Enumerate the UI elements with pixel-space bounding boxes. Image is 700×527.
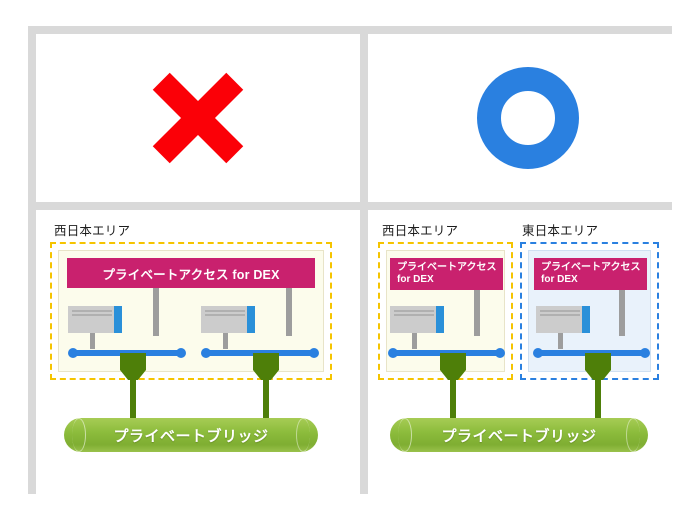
bus-endpoint-dot <box>201 348 211 358</box>
connector-head <box>253 353 279 370</box>
circle-mark-icon <box>477 67 579 169</box>
service-banner-private-access-for-dex-east: プライベートアクセス for DEX <box>534 258 647 290</box>
connector-cable <box>450 379 456 447</box>
connector-taper <box>585 370 611 380</box>
ok-topology-diagram: 西日本エリア 東日本エリア プライベートアクセス for DEX プライベートア <box>368 210 688 510</box>
device-port-stripe <box>247 306 255 333</box>
private-bridge-label: プライベートブリッジ <box>113 427 269 445</box>
service-pole-west <box>474 290 480 336</box>
device-port-stripe <box>114 306 122 333</box>
private-bridge-label: プライベートブリッジ <box>441 427 597 445</box>
cross-mark-icon <box>150 70 246 166</box>
ok-mark-wrapper <box>368 34 688 202</box>
device-vent <box>72 314 112 316</box>
device-body-east <box>536 306 590 333</box>
device-port-stripe <box>582 306 590 333</box>
device-port-stripe <box>436 306 444 333</box>
bus-endpoint-dot <box>176 348 186 358</box>
connector-taper <box>440 370 466 380</box>
service-banner-line1: プライベートアクセス <box>541 261 641 273</box>
connector-taper <box>120 370 146 380</box>
bus-endpoint-dot <box>640 348 650 358</box>
connector-cable <box>263 379 269 447</box>
device-stem-left <box>90 333 95 349</box>
device-vent <box>394 310 434 312</box>
bus-endpoint-dot <box>68 348 78 358</box>
bus-endpoint-dot <box>309 348 319 358</box>
connector-head <box>440 353 466 370</box>
network-device-west <box>390 306 444 349</box>
device-body-left <box>68 306 122 333</box>
device-stem-west <box>412 333 417 349</box>
device-stem-right <box>223 333 228 349</box>
device-vent <box>72 310 112 312</box>
service-banner-private-access-for-dex-west: プライベートアクセス for DEX <box>390 258 503 290</box>
service-banner-private-access-for-dex: プライベートアクセス for DEX <box>67 258 315 288</box>
cell-ok-diagram: 西日本エリア 東日本エリア プライベートアクセス for DEX プライベートア <box>368 210 688 510</box>
bus-endpoint-dot <box>533 348 543 358</box>
ng-mark-wrapper <box>36 34 360 202</box>
comparison-table: 西日本エリア プライベートアクセス for DEX <box>28 26 688 510</box>
bridge-cap-right <box>626 418 640 452</box>
cell-ng-diagram: 西日本エリア プライベートアクセス for DEX <box>36 210 360 510</box>
private-bridge: プライベートブリッジ <box>390 418 648 452</box>
service-pole-right <box>286 288 292 336</box>
device-vent <box>205 314 245 316</box>
network-device-right <box>201 306 255 349</box>
cell-ok-mark <box>368 34 688 202</box>
bridge-cap-right <box>296 418 310 452</box>
bridge-cap-left <box>398 418 412 452</box>
bus-endpoint-dot <box>388 348 398 358</box>
device-vent <box>205 310 245 312</box>
device-vent <box>394 314 434 316</box>
network-device-left <box>68 306 122 349</box>
device-body-right <box>201 306 255 333</box>
area-label-east: 東日本エリア <box>522 224 599 238</box>
service-banner-line2: for DEX <box>541 274 578 285</box>
ng-topology-diagram: 西日本エリア プライベートアクセス for DEX <box>36 210 360 510</box>
bus-endpoint-dot <box>495 348 505 358</box>
network-device-east <box>536 306 590 349</box>
service-pole-east <box>619 290 625 336</box>
connector-cable <box>595 379 601 447</box>
device-body-west <box>390 306 444 333</box>
device-stem-east <box>558 333 563 349</box>
area-label-west: 西日本エリア <box>382 224 459 238</box>
service-pole-left <box>153 288 159 336</box>
area-label-west: 西日本エリア <box>54 224 131 238</box>
private-bridge: プライベートブリッジ <box>64 418 318 452</box>
device-vent <box>540 310 580 312</box>
bridge-tube <box>390 418 648 452</box>
bridge-tube <box>64 418 318 452</box>
connector-taper <box>253 370 279 380</box>
bridge-cap-left <box>72 418 86 452</box>
cell-ng-mark <box>36 34 360 202</box>
connector-head <box>585 353 611 370</box>
device-vent <box>540 314 580 316</box>
connector-cable <box>130 379 136 447</box>
service-banner-line2: for DEX <box>397 274 434 285</box>
connector-head <box>120 353 146 370</box>
service-banner-line1: プライベートアクセス <box>397 261 497 273</box>
